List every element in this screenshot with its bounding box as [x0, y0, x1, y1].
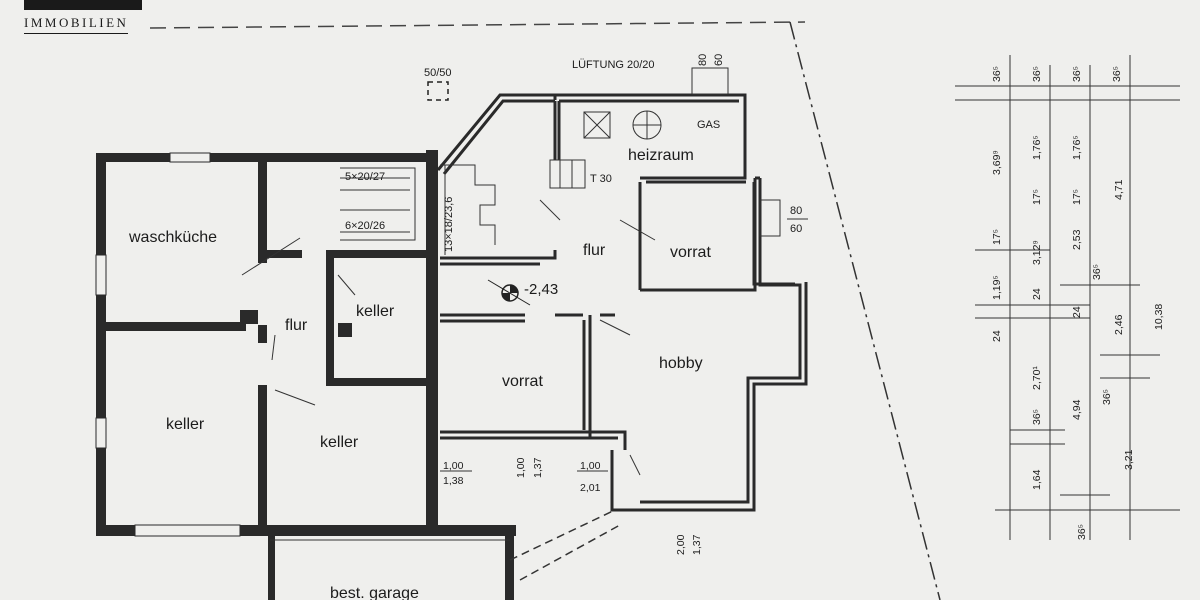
dim-col3-2: 2,53	[1071, 229, 1083, 250]
dim-col2-1: 17⁵	[1031, 189, 1043, 205]
window-dim-w3-bottom: 2,01	[580, 482, 601, 494]
room-label-keller-left: keller	[166, 416, 205, 433]
dimension-chain-lines	[955, 55, 1180, 540]
window-dim-w1-top: 1,00	[443, 460, 464, 472]
dim-col3-1: 17⁵	[1071, 189, 1083, 205]
door-swings	[241, 199, 656, 476]
label-stair1: 5×20/27	[345, 171, 385, 183]
label-stair3: 13×18/23,6	[443, 197, 455, 252]
label-level: -2,43	[524, 281, 558, 298]
dim-col3-5: 36⁵	[1101, 389, 1113, 405]
label-gas: GAS	[697, 119, 720, 131]
room-label-flur-right: flur	[583, 242, 606, 259]
dim-col2-5: 4,94	[1071, 399, 1083, 420]
label-lueftung: LÜFTUNG 20/20	[572, 59, 655, 71]
dim-col4-1: 36⁵	[1111, 66, 1123, 82]
property-line-diagonal	[789, 21, 941, 600]
dim-col1-1: 17⁵	[991, 229, 1003, 245]
window-dim-w2-top: 1,00	[515, 457, 527, 478]
garage-walls	[268, 530, 514, 600]
window-dim-w4-bottom: 1,37	[691, 534, 703, 555]
window-dim-w3-top: 1,00	[580, 460, 601, 472]
vent-box-right	[759, 199, 781, 237]
level-marker	[487, 279, 531, 306]
room-label-keller-center: keller	[320, 434, 359, 451]
dim-col4-4: 3,21	[1123, 449, 1135, 470]
dim-top-1: 36⁵	[991, 66, 1003, 82]
dim-col1-3: 24	[991, 330, 1003, 342]
label-shaft: 50/50	[424, 67, 452, 79]
dim-col3-0: 1,76⁵	[1071, 135, 1083, 160]
window-dim-w2-bottom: 1,37	[532, 457, 544, 478]
vent-top-value-1: 80	[697, 54, 709, 66]
property-line-top	[149, 21, 806, 29]
brand-logo: IMMOBILIEN	[24, 0, 144, 34]
brand-bar	[24, 0, 142, 10]
room-label-vorrat-bottom: vorrat	[502, 373, 543, 390]
room-label-keller-small: keller	[356, 303, 395, 320]
dim-col4-3: 10,38	[1153, 304, 1165, 330]
shaft-marker	[427, 81, 449, 101]
label-t30: T 30	[590, 173, 612, 185]
window-dim-w4-top: 2,00	[675, 534, 687, 555]
vent-right-value-2: 60	[790, 223, 802, 235]
right-block-walls	[436, 93, 808, 512]
stairs-left	[340, 167, 416, 241]
dim-col2-0: 1,76⁵	[1031, 135, 1043, 160]
stairs-right	[440, 164, 496, 255]
boiler-equipment	[549, 110, 662, 189]
dim-col1-5: 1,64	[1031, 469, 1043, 490]
room-label-garage: best. garage	[330, 585, 419, 600]
dim-top-2: 36⁵	[1031, 66, 1043, 82]
dim-col2-3: 24	[1031, 288, 1043, 300]
vent-top-value-2: 60	[713, 54, 725, 66]
dim-col1-6: 36⁵	[1076, 524, 1088, 540]
room-label-heizraum: heizraum	[628, 147, 694, 164]
dim-top-3: 36⁵	[1071, 66, 1083, 82]
garage-driveway-dashed	[509, 509, 621, 581]
dim-col2-2: 3,12⁹	[1031, 240, 1043, 265]
left-block-walls	[95, 150, 516, 537]
window-dim-w1-bottom: 1,38	[443, 475, 464, 487]
dimension-labels: 36⁵ 36⁵ 36⁵ 3,69⁹ 17⁵ 1,19⁵ 24 36⁵ 1,64 …	[991, 66, 1165, 540]
dim-col2-4: 2,70¹	[1031, 366, 1043, 390]
dim-col1-4: 36⁵	[1031, 409, 1043, 425]
vent-box-top	[691, 67, 729, 95]
vent-right-value-1: 80	[790, 205, 802, 217]
dim-col4-0: 4,71	[1113, 179, 1125, 200]
dim-col1-0: 3,69⁹	[991, 150, 1003, 175]
room-label-hobby: hobby	[659, 355, 703, 372]
room-label-waschkueche: waschküche	[128, 229, 217, 246]
dim-col4-2: 2,46	[1113, 314, 1125, 335]
dim-col3-3: 24	[1071, 306, 1083, 318]
window-dimensions: 1,00 1,38 1,00 1,37 1,00 2,01 2,00 1,37	[440, 457, 703, 555]
room-label-vorrat-top: vorrat	[670, 244, 711, 261]
dim-col3-4: 36⁵	[1091, 264, 1103, 280]
room-label-flur-left: flur	[285, 317, 308, 334]
brand-name: IMMOBILIEN	[24, 15, 129, 34]
dim-col1-2: 1,19⁵	[991, 275, 1003, 300]
label-stair2: 6×20/26	[345, 220, 385, 232]
